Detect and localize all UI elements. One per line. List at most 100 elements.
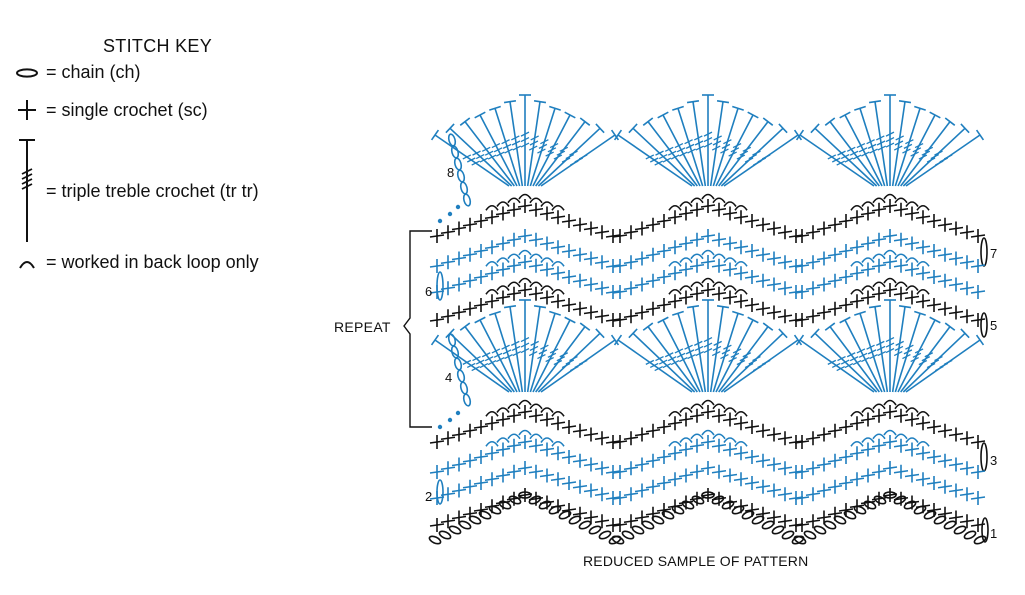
- single-crochet-mark: [473, 275, 489, 279]
- triple-treble-hash: [540, 139, 549, 145]
- single-crochet-mark: [849, 451, 865, 456]
- single-crochet-mark: [517, 204, 533, 208]
- triple-treble-top: [503, 305, 517, 309]
- triple-treble-hash: [712, 140, 722, 146]
- single-crochet-mark: [926, 275, 942, 279]
- triple-treble-hash: [466, 362, 476, 369]
- single-crochet-mark: [805, 519, 821, 524]
- single-crochet-mark: [634, 282, 650, 287]
- triple-treble-top: [489, 310, 501, 316]
- single-crochet-mark: [451, 515, 467, 520]
- triple-treble-hash: [493, 147, 503, 153]
- single-crochet-mark: [678, 295, 694, 300]
- single-crochet-mark: [937, 278, 953, 283]
- triple-treble-stem: [859, 313, 886, 393]
- single-crochet-mark: [733, 504, 749, 509]
- triple-treble-top: [747, 316, 759, 324]
- triple-treble-stem: [844, 114, 883, 187]
- single-crochet-mark: [816, 488, 832, 493]
- single-crochet-mark: [937, 252, 953, 257]
- back-loop-mark: [916, 410, 930, 417]
- triple-treble-hash: [496, 151, 505, 157]
- single-crochet-mark: [550, 271, 566, 276]
- single-crochet-mark: [700, 204, 716, 208]
- triple-treble-hash: [511, 135, 520, 141]
- single-crochet-mark: [473, 303, 489, 307]
- back-loop-mark: [485, 260, 499, 267]
- single-crochet-mark: [777, 314, 793, 319]
- triple-treble-hash: [840, 359, 850, 365]
- triple-treble-hash: [914, 142, 924, 149]
- single-crochet-mark: [667, 215, 683, 220]
- single-crochet-mark: [959, 286, 975, 291]
- back-loop-mark: [850, 204, 864, 211]
- triple-treble-stem: [709, 101, 724, 187]
- single-crochet-mark: [561, 249, 577, 253]
- back-loop-mark: [883, 399, 897, 406]
- single-crochet-mark: [550, 421, 566, 426]
- single-crochet-mark: [805, 260, 821, 265]
- single-crochet-mark: [816, 310, 832, 315]
- single-crochet-mark: [926, 481, 942, 485]
- single-crochet-mark: [882, 260, 898, 264]
- triple-treble-top: [854, 105, 866, 111]
- triple-treble-hash: [479, 157, 489, 163]
- single-crochet-mark: [766, 226, 782, 231]
- single-crochet-mark: [711, 291, 727, 296]
- triple-treble-top: [975, 129, 985, 141]
- single-crochet-mark: [656, 455, 672, 459]
- triple-treble-stem: [479, 114, 518, 187]
- back-loop-mark: [529, 433, 543, 440]
- single-crochet-mark: [634, 488, 650, 493]
- single-crochet-mark: [484, 421, 500, 426]
- single-crochet-mark: [462, 222, 478, 227]
- back-loop-mark: [872, 253, 886, 260]
- chart-caption: REDUCED SAMPLE OF PATTERN: [583, 553, 809, 569]
- single-crochet-mark: [794, 318, 810, 322]
- single-crochet-mark: [495, 211, 511, 216]
- single-crochet-mark: [838, 481, 854, 485]
- triple-treble-hash: [565, 154, 575, 160]
- triple-treble-hash: [502, 349, 512, 355]
- triple-treble-hash: [876, 345, 886, 352]
- triple-treble-hash: [561, 157, 571, 163]
- back-loop-mark: [916, 260, 930, 267]
- triple-treble-hash: [529, 345, 539, 352]
- single-crochet-mark: [656, 275, 672, 279]
- row-label-1: 1: [990, 526, 998, 541]
- single-crochet-mark: [926, 249, 942, 253]
- triple-treble-hash: [903, 143, 913, 149]
- triple-treble-top: [642, 117, 654, 126]
- single-crochet-mark: [440, 466, 456, 471]
- single-crochet-mark: [711, 413, 727, 418]
- back-loop-mark: [540, 285, 554, 291]
- back-loop-mark: [883, 429, 897, 436]
- stitch-layer: [428, 94, 989, 545]
- triple-treble-top: [793, 334, 803, 346]
- triple-treble-top: [732, 105, 744, 111]
- single-crochet-mark: [860, 267, 876, 272]
- triple-treble-hash: [894, 345, 904, 352]
- triple-treble-hash: [910, 357, 919, 363]
- back-loop-mark: [529, 281, 543, 288]
- single-crochet-mark: [462, 458, 478, 463]
- single-crochet-mark: [583, 515, 599, 520]
- single-crochet-mark: [744, 303, 760, 307]
- triple-treble-hash: [713, 340, 722, 346]
- single-crochet-mark: [623, 492, 639, 497]
- single-crochet-mark: [623, 260, 639, 265]
- single-crochet-mark: [794, 440, 810, 444]
- triple-treble-stem: [859, 108, 886, 187]
- single-crochet-mark: [451, 282, 467, 287]
- single-crochet-mark: [634, 310, 650, 315]
- triple-treble-hash: [926, 363, 936, 369]
- single-crochet-mark: [948, 310, 964, 315]
- triple-treble-hash: [849, 150, 859, 156]
- single-crochet-mark: [583, 488, 599, 493]
- triple-treble-hash: [852, 154, 862, 160]
- single-crochet-mark: [506, 413, 522, 418]
- triple-treble-hash: [742, 146, 752, 152]
- triple-treble-hash: [903, 349, 913, 355]
- single-crochet-mark: [495, 473, 511, 478]
- single-crochet-mark: [678, 241, 694, 246]
